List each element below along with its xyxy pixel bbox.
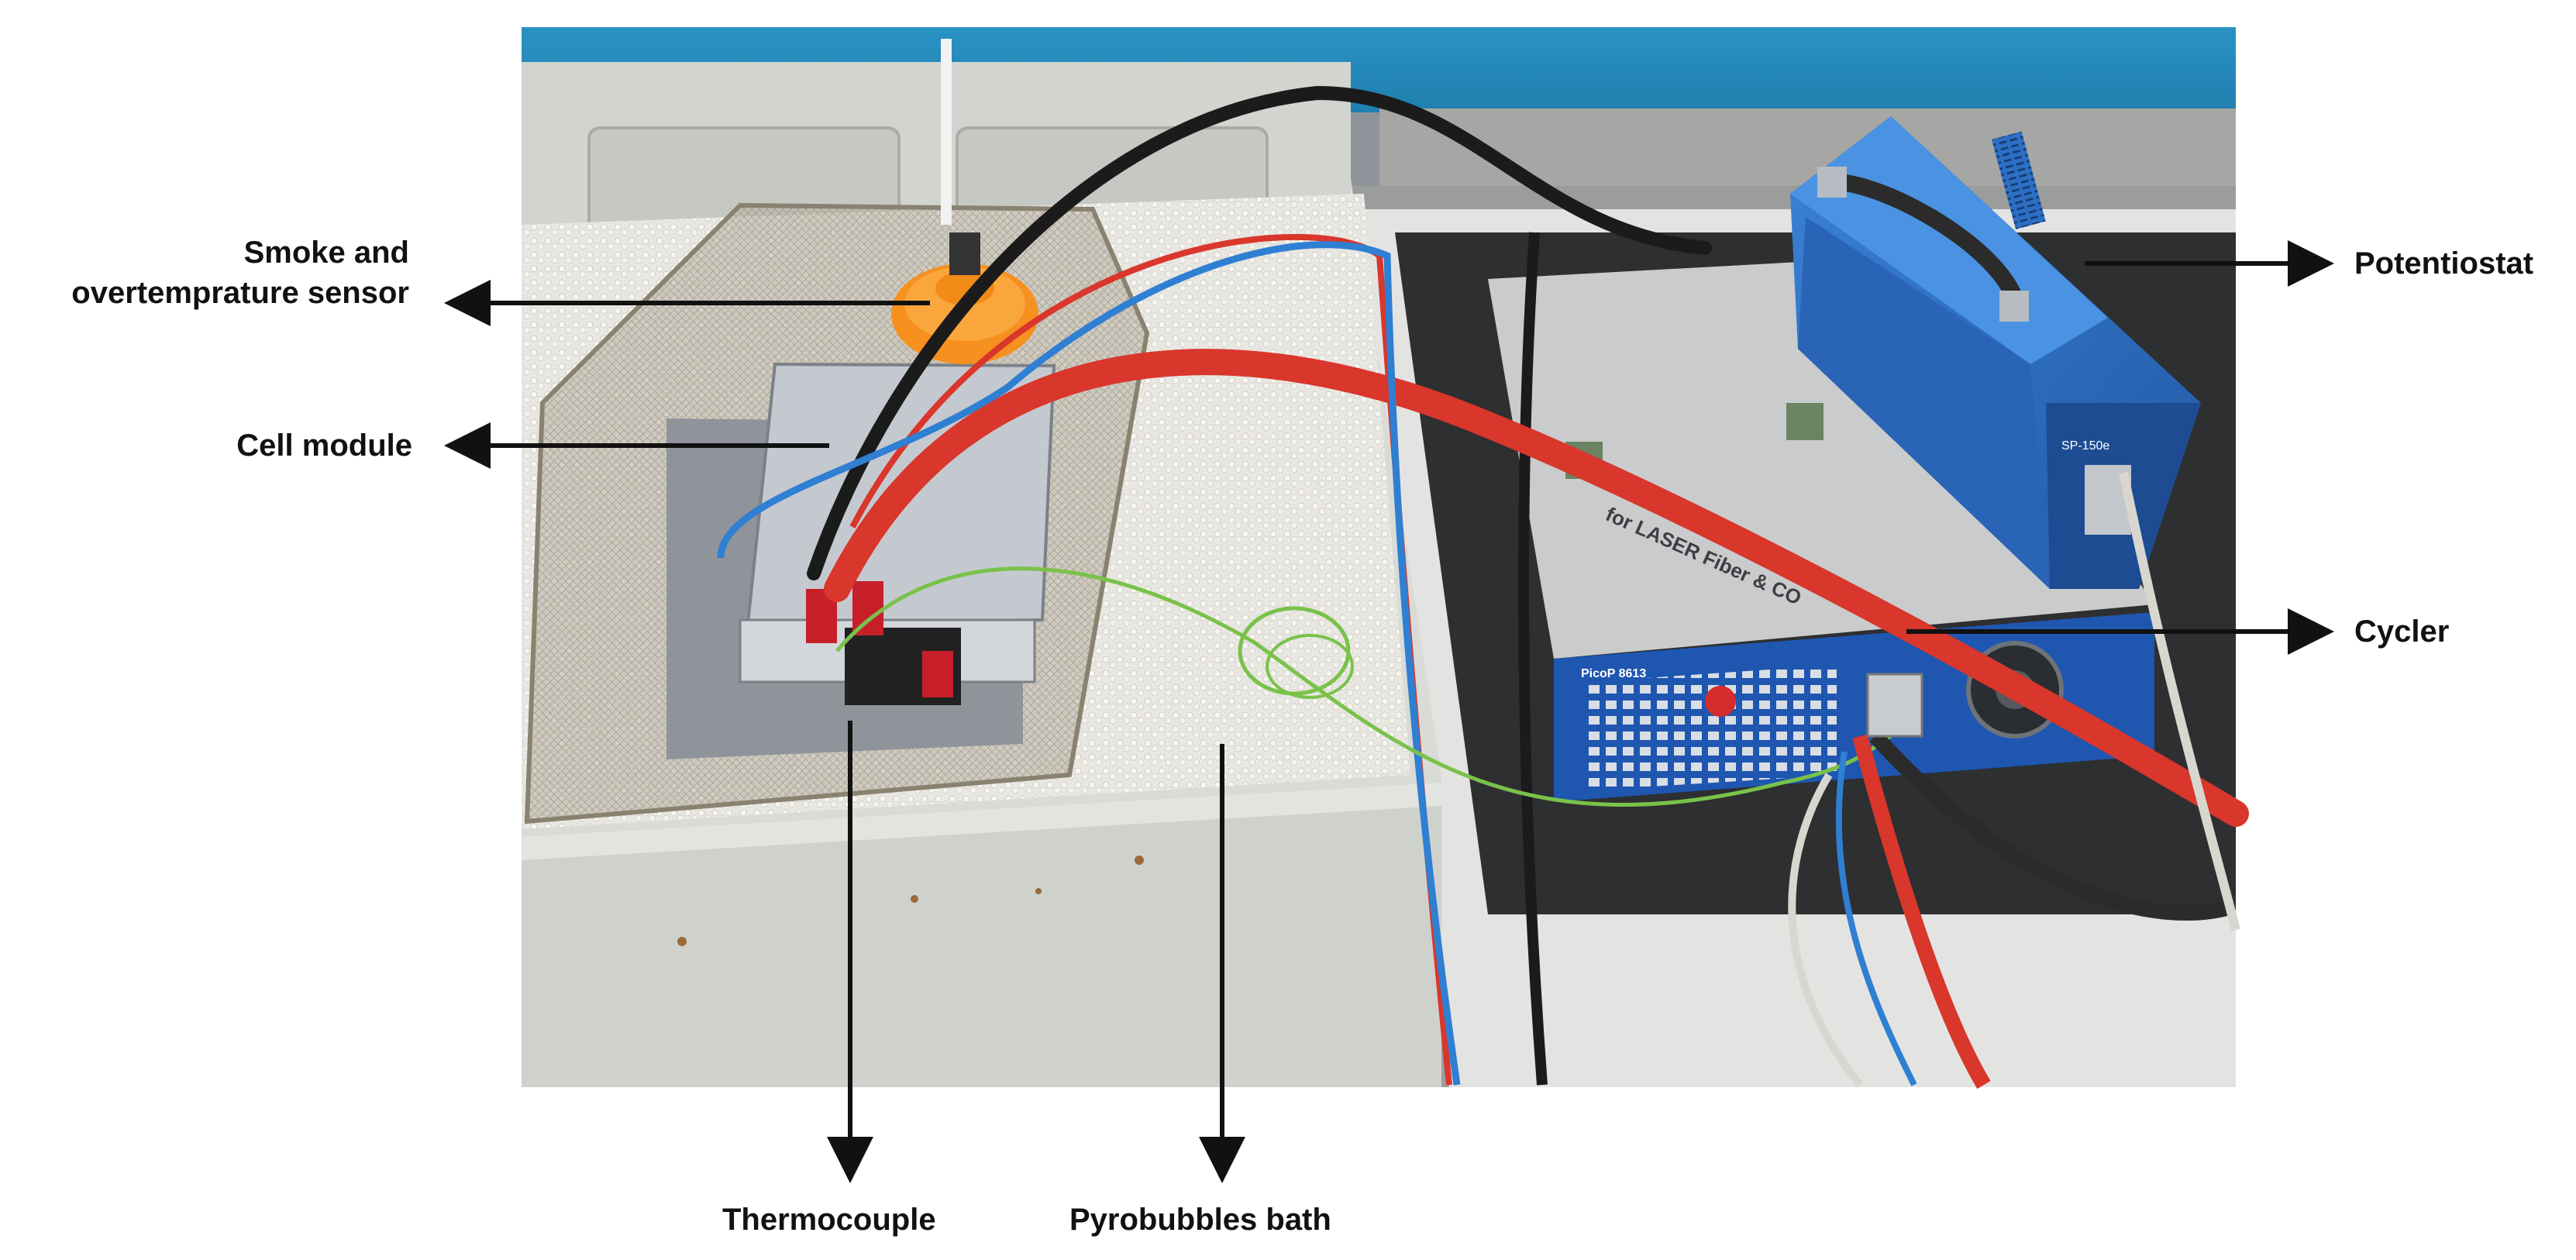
label-cycler: Cycler bbox=[2354, 615, 2450, 649]
label-smoke-sensor: Smoke and overtemprature sensor bbox=[8, 232, 409, 313]
cable-red-main bbox=[824, 349, 2249, 827]
cycler-model: PicoP 8613 bbox=[1581, 667, 1646, 680]
label-smoke-line1: Smoke and bbox=[243, 236, 409, 270]
label-pyrobubbles: Pyrobubbles bath bbox=[1069, 1203, 1331, 1237]
label-thermocouple: Thermocouple bbox=[722, 1203, 936, 1237]
cable-blue bbox=[717, 241, 1461, 1086]
label-potentiostat: Potentiostat bbox=[2354, 246, 2534, 281]
potentiostat-handle bbox=[1820, 173, 2023, 307]
cable-black bbox=[807, 85, 1712, 580]
box-front bbox=[522, 783, 1441, 1087]
potentiostat-model: SP-150e bbox=[2061, 439, 2109, 453]
cycler-top bbox=[1488, 256, 2154, 659]
cable-green bbox=[835, 566, 1892, 807]
label-cell-module: Cell module bbox=[236, 429, 412, 463]
label-smoke-line2: overtemprature sensor bbox=[71, 276, 409, 310]
